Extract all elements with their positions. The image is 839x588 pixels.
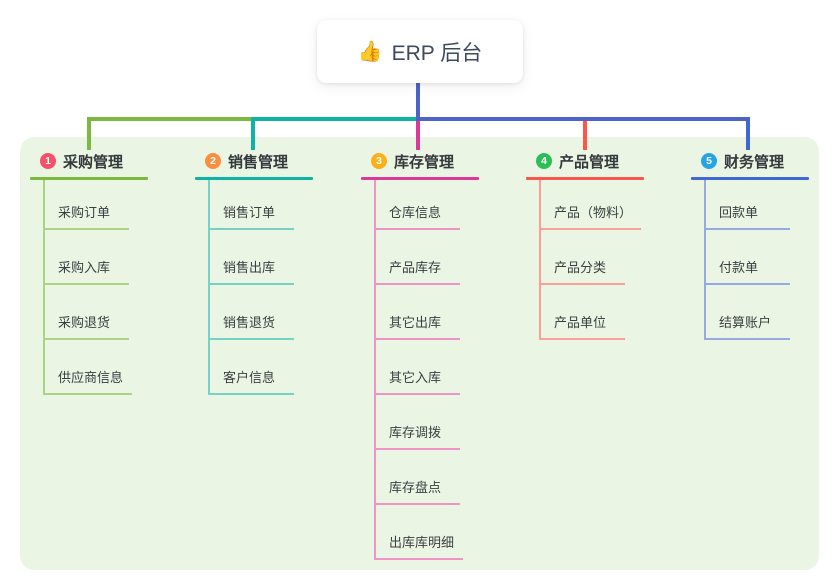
child-node[interactable]: 产品库存 xyxy=(376,230,460,285)
root-label: ERP 后台 xyxy=(391,41,483,65)
child-node[interactable]: 销售退货 xyxy=(210,285,294,340)
connector-drop xyxy=(251,117,255,150)
branch-title[interactable]: 4 产品管理 xyxy=(526,148,644,174)
child-label: 其它出库 xyxy=(389,315,442,330)
child-node[interactable]: 出库库明细 xyxy=(376,505,464,560)
child-label: 产品分类 xyxy=(554,260,607,275)
connector-bus xyxy=(251,117,420,121)
child-label: 客户信息 xyxy=(223,370,276,385)
child-label: 产品（物料） xyxy=(554,205,633,220)
branch-index-badge: 5 xyxy=(701,153,717,169)
child-node[interactable]: 销售订单 xyxy=(210,180,294,230)
child-label: 出库库明细 xyxy=(389,535,455,550)
branch-node: 1 采购管理采购订单采购入库采购退货供应商信息 xyxy=(30,148,148,395)
branch-children: 采购订单采购入库采购退货供应商信息 xyxy=(43,180,148,395)
branch-title[interactable]: 5 财务管理 xyxy=(691,148,809,174)
child-label: 产品单位 xyxy=(554,315,607,330)
branch-title[interactable]: 1 采购管理 xyxy=(30,148,148,174)
child-label: 销售退货 xyxy=(223,315,276,330)
child-node[interactable]: 结算账户 xyxy=(706,285,790,340)
child-label: 库存调拨 xyxy=(389,425,442,440)
child-label: 付款单 xyxy=(719,260,759,275)
branch-label: 产品管理 xyxy=(559,153,620,171)
connector-root xyxy=(416,83,420,121)
child-node[interactable]: 其它入库 xyxy=(376,340,460,395)
branch-label: 财务管理 xyxy=(724,153,785,171)
child-label: 其它入库 xyxy=(389,370,442,385)
connector-drop xyxy=(746,117,750,150)
mindmap-panel xyxy=(20,137,819,570)
branch-index-badge: 2 xyxy=(205,153,221,169)
child-node[interactable]: 其它出库 xyxy=(376,285,460,340)
branch-children: 销售订单销售出库销售退货客户信息 xyxy=(208,180,313,395)
branch-children: 产品（物料） 产品分类产品单位 xyxy=(539,180,644,340)
connector-bus xyxy=(87,117,255,121)
child-label: 仓库信息 xyxy=(389,205,442,220)
branch-index-badge: 1 xyxy=(40,153,56,169)
branch-node: 3 库存管理仓库信息产品库存其它出库其它入库库存调拨库存盘点出库库明细 xyxy=(361,148,479,560)
child-node[interactable]: 采购订单 xyxy=(45,180,129,230)
branch-underline xyxy=(195,177,313,180)
child-node[interactable]: 销售出库 xyxy=(210,230,294,285)
branch-label: 库存管理 xyxy=(394,153,455,171)
connector-drop xyxy=(583,117,587,150)
child-label: 产品库存 xyxy=(389,260,442,275)
branch-underline xyxy=(30,177,148,180)
child-label: 供应商信息 xyxy=(58,370,124,385)
child-node[interactable]: 产品分类 xyxy=(541,230,625,285)
connector-bus xyxy=(416,117,750,121)
child-label: 采购订单 xyxy=(58,205,111,220)
branch-underline xyxy=(691,177,809,180)
child-node[interactable]: 回款单 xyxy=(706,180,790,230)
child-node[interactable]: 供应商信息 xyxy=(45,340,133,395)
child-label: 回款单 xyxy=(719,205,759,220)
branch-index-badge: 3 xyxy=(371,153,387,169)
branch-children: 仓库信息产品库存其它出库其它入库库存调拨库存盘点出库库明细 xyxy=(374,180,479,560)
child-node[interactable]: 采购入库 xyxy=(45,230,129,285)
branch-title[interactable]: 3 库存管理 xyxy=(361,148,479,174)
connector-drop xyxy=(87,117,91,150)
branch-label: 采购管理 xyxy=(63,153,124,171)
branch-node: 4 产品管理产品（物料） 产品分类产品单位 xyxy=(526,148,644,340)
thumbs-up-icon: 👍 xyxy=(357,41,383,63)
branch-index-badge: 4 xyxy=(536,153,552,169)
branch-label: 销售管理 xyxy=(228,153,289,171)
child-node[interactable]: 产品单位 xyxy=(541,285,625,340)
child-node[interactable]: 库存盘点 xyxy=(376,450,460,505)
child-node[interactable]: 仓库信息 xyxy=(376,180,460,230)
child-node[interactable]: 付款单 xyxy=(706,230,790,285)
branch-underline xyxy=(526,177,644,180)
branch-title[interactable]: 2 销售管理 xyxy=(195,148,313,174)
branch-children: 回款单付款单结算账户 xyxy=(704,180,809,340)
branch-underline xyxy=(361,177,479,180)
child-label: 结算账户 xyxy=(719,315,772,330)
child-node[interactable]: 库存调拨 xyxy=(376,395,460,450)
child-label: 销售出库 xyxy=(223,260,276,275)
child-node[interactable]: 采购退货 xyxy=(45,285,129,340)
root-node[interactable]: 👍 ERP 后台 xyxy=(317,20,523,83)
child-node[interactable]: 产品（物料） xyxy=(541,180,642,230)
branch-node: 2 销售管理销售订单销售出库销售退货客户信息 xyxy=(195,148,313,395)
child-label: 库存盘点 xyxy=(389,480,442,495)
child-node[interactable]: 客户信息 xyxy=(210,340,294,395)
child-label: 采购退货 xyxy=(58,315,111,330)
branch-node: 5 财务管理回款单付款单结算账户 xyxy=(691,148,809,340)
connector-drop xyxy=(416,117,420,150)
child-label: 采购入库 xyxy=(58,260,111,275)
child-label: 销售订单 xyxy=(223,205,276,220)
